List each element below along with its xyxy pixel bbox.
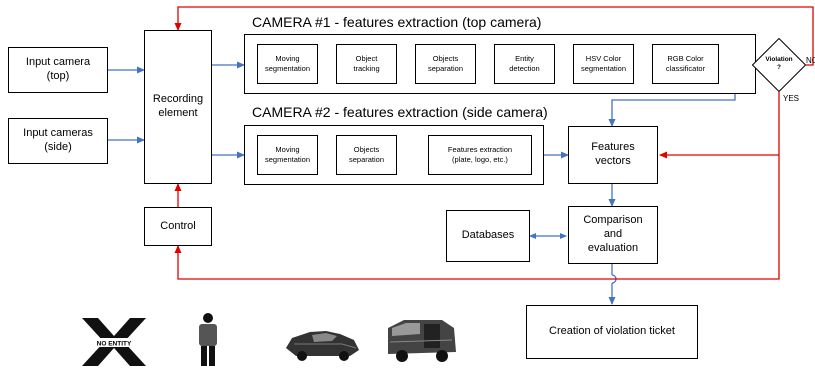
violation-ticket-label: Creation of violation ticket: [549, 325, 675, 338]
cam1-step-label: Object tracking: [353, 54, 380, 73]
databases-box: Databases: [446, 210, 530, 262]
no-entity-text: NO ENTITY: [97, 341, 132, 348]
features-vectors-label: Features vectors: [591, 141, 635, 167]
cam1-step-rgb-color-classificator: RGB Color classificator: [652, 44, 719, 84]
input-cameras-side-label: Input cameras (side): [23, 127, 93, 153]
violation-ticket-box: Creation of violation ticket: [526, 305, 698, 359]
control-box: Control: [144, 207, 212, 246]
databases-label: Databases: [461, 229, 515, 242]
cam2-step-features-extraction: Features extraction (plate, logo, etc.): [428, 135, 532, 175]
no-entity-icon: NO ENTITY: [82, 318, 146, 366]
decision-label: Violation ?: [765, 56, 793, 72]
cam1-step-label: Moving segmentation: [264, 54, 311, 73]
camera1-title: CAMERA #1 - features extraction (top cam…: [252, 14, 542, 30]
cam1-step-object-tracking: Object tracking: [336, 44, 397, 84]
camera2-title: CAMERA #2 - features extraction (side ca…: [252, 104, 548, 120]
input-camera-top-box: Input camera (top): [8, 47, 108, 93]
input-cameras-side-box: Input cameras (side): [8, 118, 108, 164]
cam1-step-moving-segmentation: Moving segmentation: [257, 44, 318, 84]
cam1-step-objects-separation: Objects separation: [415, 44, 476, 84]
input-camera-top-label: Input camera (top): [25, 56, 91, 82]
car-icon: [286, 331, 359, 361]
cam1-step-label: RGB Color classificator: [665, 54, 706, 73]
person-icon: [199, 313, 217, 366]
comparison-label: Comparison and evaluation: [583, 214, 643, 254]
control-label: Control: [160, 219, 196, 232]
violation-decision: Violation ?: [752, 38, 806, 92]
cam1-step-label: Objects separation: [427, 54, 464, 73]
recording-element-box: Recording element: [144, 30, 212, 184]
recording-element-label: Recording element: [152, 93, 204, 119]
cam2-step-label: Objects separation: [348, 145, 385, 164]
comparison-box: Comparison and evaluation: [568, 206, 658, 264]
decision-no-label: NO: [806, 56, 815, 65]
features-vectors-box: Features vectors: [568, 126, 658, 184]
cam2-step-label: Features extraction (plate, logo, etc.): [447, 145, 513, 164]
decision-diamond-shape: [752, 38, 806, 92]
cam1-step-hsv-color-segmentation: HSV Color segmentation: [573, 44, 634, 84]
cam2-step-label: Moving segmentation: [264, 145, 311, 164]
cam1-step-label: Entity detection: [509, 54, 540, 73]
cam1-step-label: HSV Color segmentation: [580, 54, 627, 73]
decision-yes-label: YES: [783, 94, 800, 103]
cam1-step-entity-detection: Entity detection: [494, 44, 555, 84]
cam2-step-objects-separation: Objects separation: [336, 135, 397, 175]
cam2-step-moving-segmentation: Moving segmentation: [257, 135, 318, 175]
truck-icon: [388, 320, 456, 362]
